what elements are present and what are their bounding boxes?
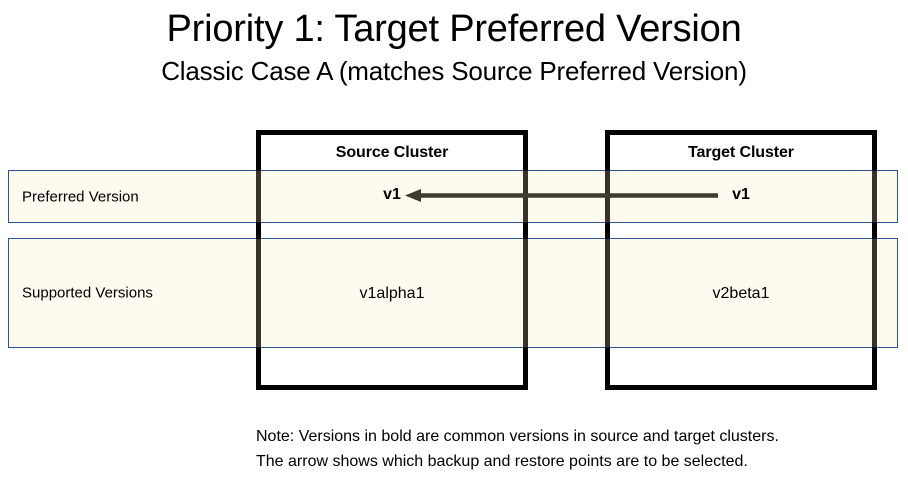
page-title: Priority 1: Target Preferred Version [166,8,742,50]
note-line-1: Note: Versions in bold are common versio… [256,428,779,445]
table-row-preferred-version: Preferred Version [8,170,898,223]
note-line-2: The arrow shows which backup and restore… [256,453,748,470]
cell-source-supported-versions: v1alpha1 [359,285,425,302]
target-cluster-title: Target Cluster [688,144,794,161]
note-block: Note: Versions in bold are common versio… [256,424,896,474]
cell-source-preferred-version: v1 [383,186,401,203]
row-label-preferred-version: Preferred Version [22,188,139,205]
table-row-supported-versions: Supported Versions [8,238,898,348]
cell-target-preferred-version: v1 [732,186,750,203]
cell-target-supported-versions: v2beta1 [712,285,770,302]
row-label-supported-versions: Supported Versions [22,284,153,302]
page-subtitle: Classic Case A (matches Source Preferred… [161,56,747,86]
source-cluster-title: Source Cluster [335,144,449,161]
